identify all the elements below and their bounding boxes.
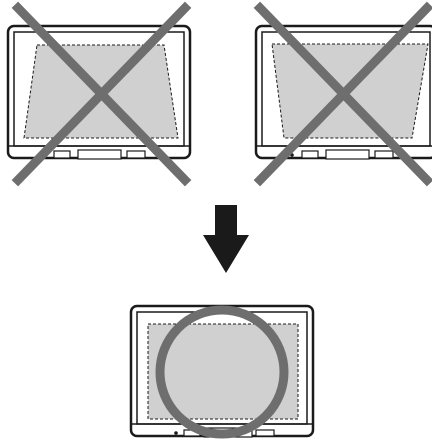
monitor-illustration-right [246, 0, 432, 190]
control-panel [42, 150, 145, 159]
monitor-illustration-correct [120, 296, 330, 442]
down-arrow-icon [203, 205, 249, 280]
incorrect-example-left [0, 0, 200, 190]
monitor-illustration-left [0, 0, 200, 190]
incorrect-example-right [246, 0, 432, 190]
control-panel [290, 150, 393, 159]
correct-example [120, 296, 330, 442]
